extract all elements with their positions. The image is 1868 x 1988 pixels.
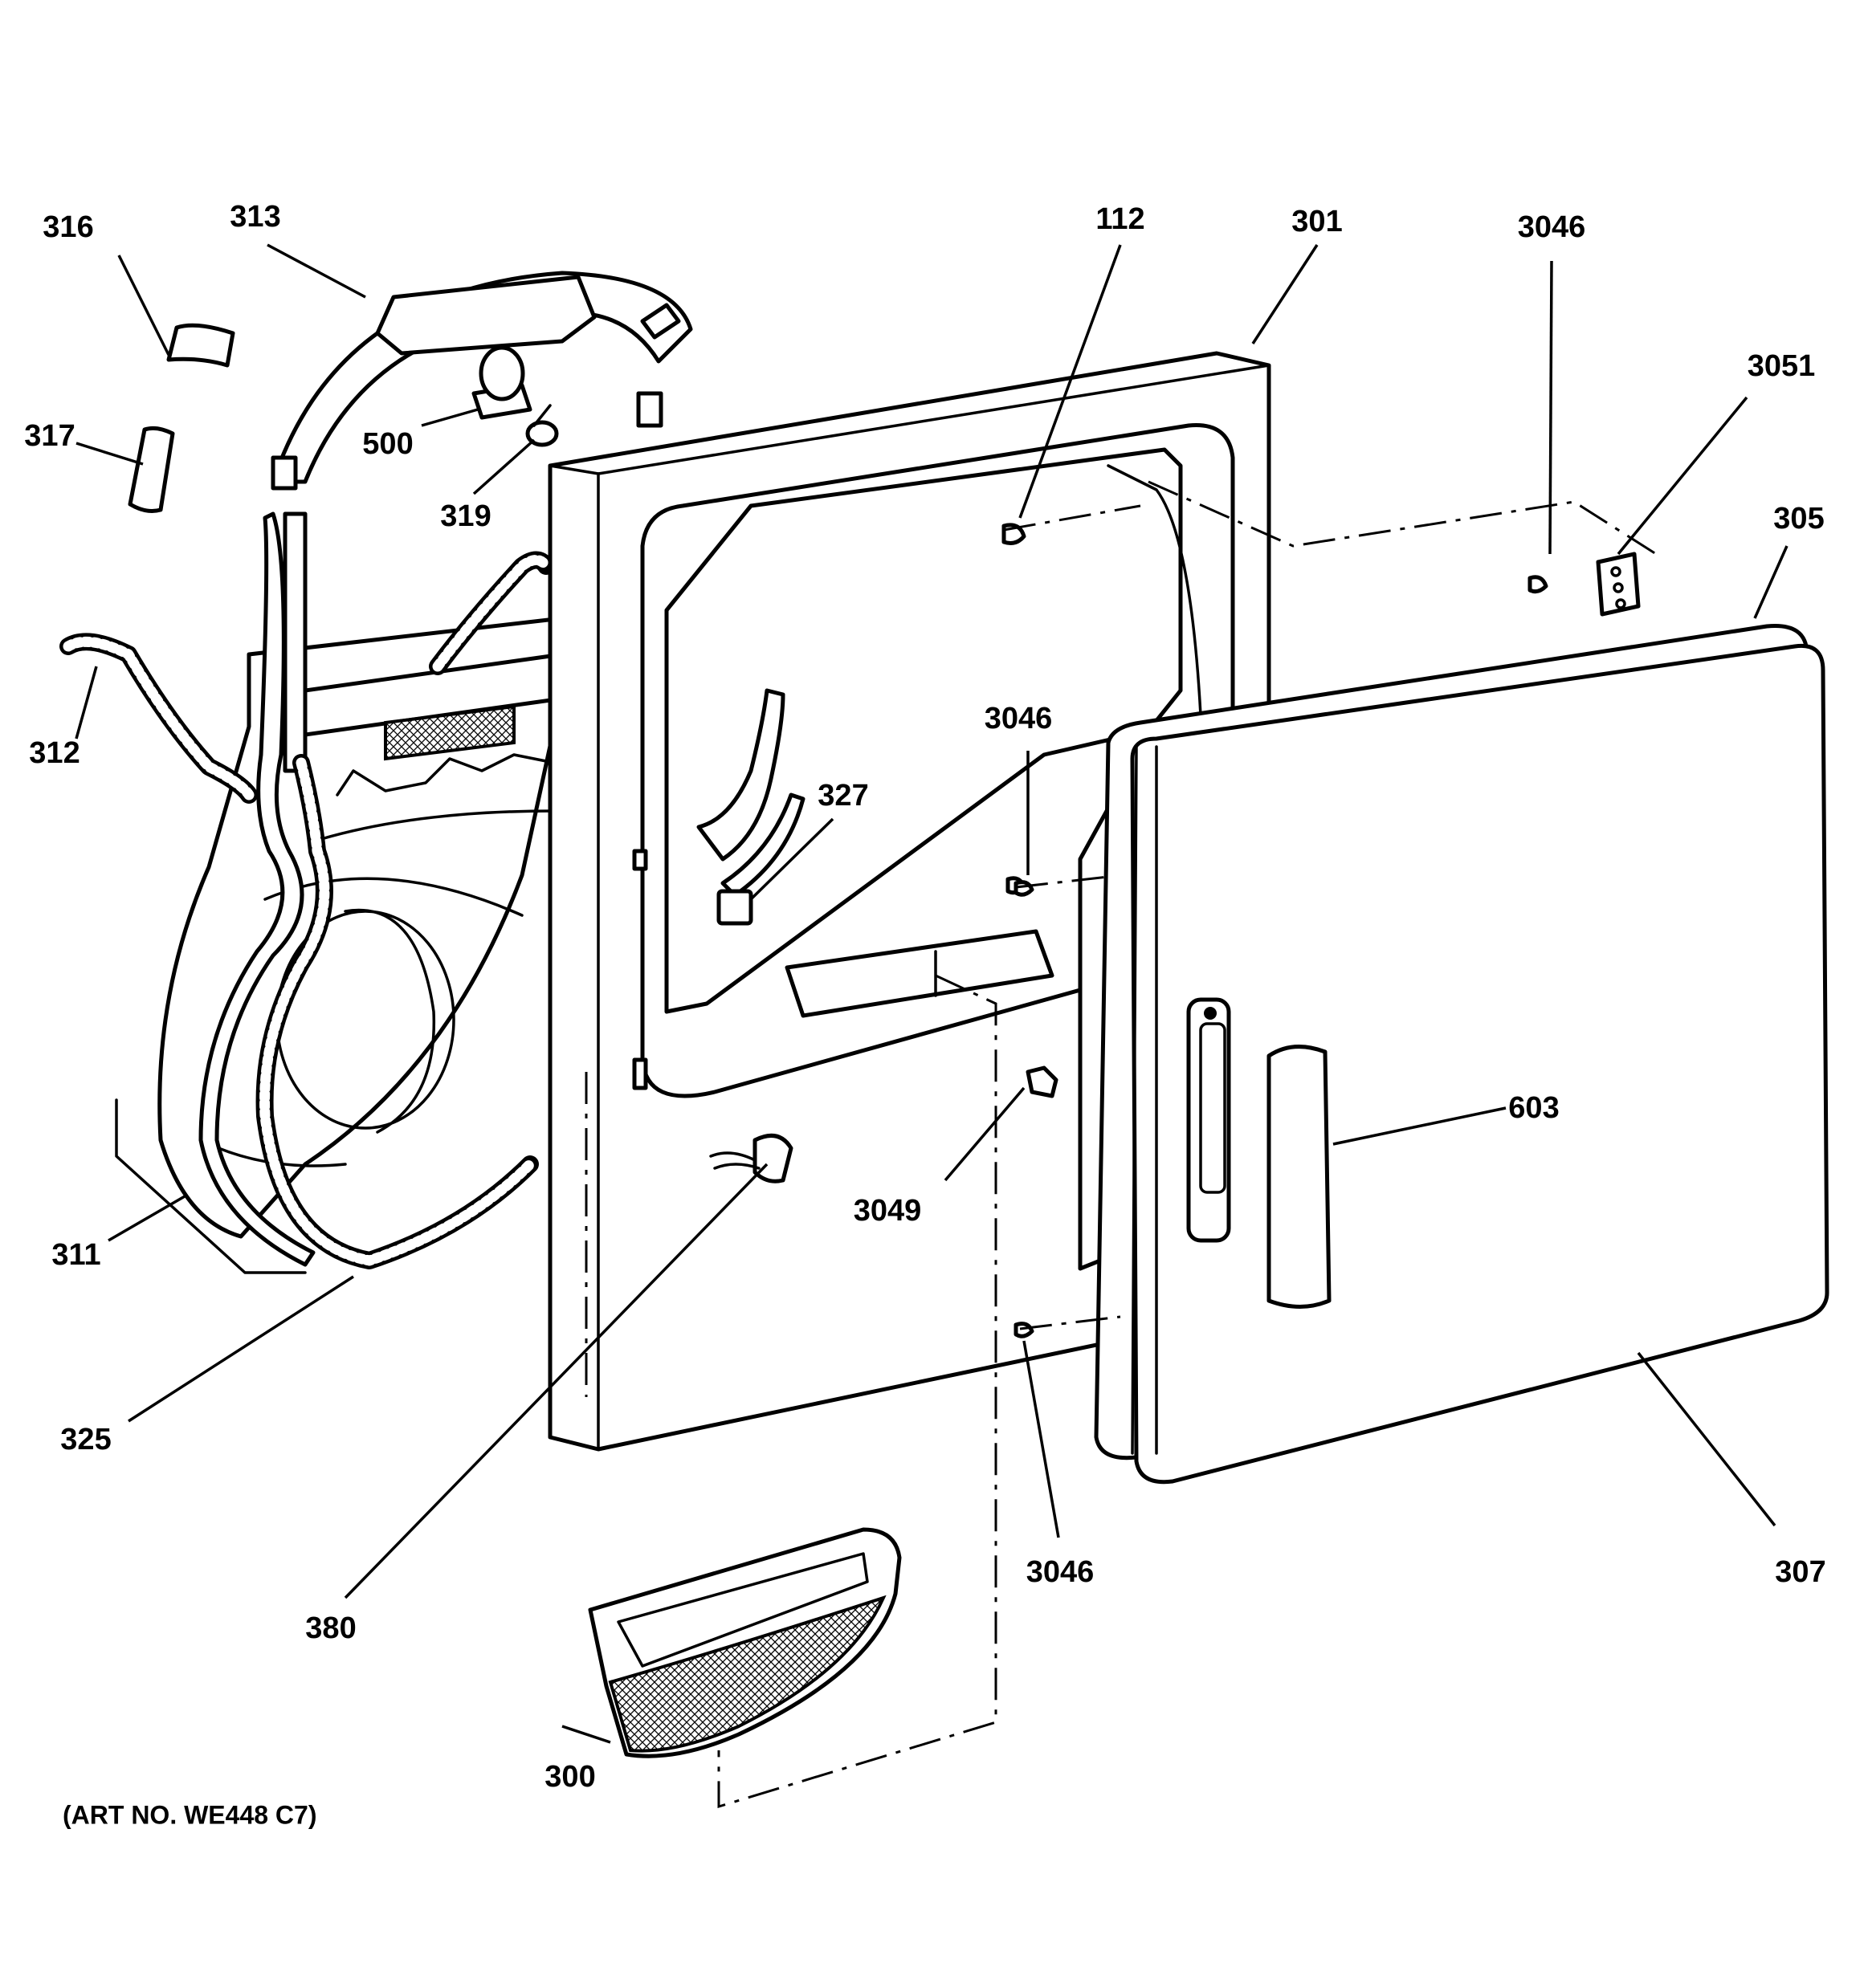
- callout-325: 325: [60, 1423, 111, 1456]
- callout-312: 312: [29, 736, 80, 770]
- lint-filter-300: [588, 1527, 902, 1758]
- callout-316: 316: [43, 210, 93, 244]
- gasket-325: [255, 754, 539, 1269]
- callout-labels: 316 313 317 500 319 312 311 325 380 300 …: [24, 200, 1825, 1794]
- callout-301: 301: [1291, 205, 1342, 238]
- front-bulkhead-assembly: [157, 616, 565, 1239]
- callout-3046-bottom: 3046: [1026, 1555, 1095, 1589]
- hinge-3051: [1527, 552, 1641, 617]
- art-number: (ART NO. WE448 C7): [63, 1800, 316, 1829]
- seal-311: [198, 511, 316, 1267]
- callout-300: 300: [544, 1760, 595, 1794]
- alignment-lines: [115, 480, 1663, 1809]
- callout-327: 327: [818, 779, 868, 813]
- felt-pads: [128, 323, 235, 513]
- gasket-312: [59, 551, 555, 804]
- callout-603: 603: [1508, 1091, 1559, 1125]
- callout-305: 305: [1773, 502, 1824, 536]
- callout-3049: 3049: [854, 1194, 922, 1228]
- callout-311: 311: [51, 1238, 100, 1272]
- felt-pad-317: [128, 426, 175, 513]
- callout-380: 380: [305, 1611, 356, 1645]
- callout-3046-mid: 3046: [985, 702, 1053, 735]
- callout-317: 317: [24, 419, 75, 453]
- leader-lines: [75, 243, 1788, 1744]
- callout-3046-top: 3046: [1518, 210, 1586, 244]
- callout-307: 307: [1775, 1555, 1825, 1589]
- drum-bearing-arc-313: [271, 271, 693, 491]
- callout-3051: 3051: [1748, 349, 1816, 383]
- felt-pad-316: [166, 323, 235, 368]
- callout-112: 112: [1095, 202, 1144, 236]
- callout-313: 313: [230, 200, 280, 234]
- callout-500: 500: [362, 427, 413, 461]
- door-assembly: [1014, 623, 1829, 1485]
- callout-319: 319: [440, 499, 491, 533]
